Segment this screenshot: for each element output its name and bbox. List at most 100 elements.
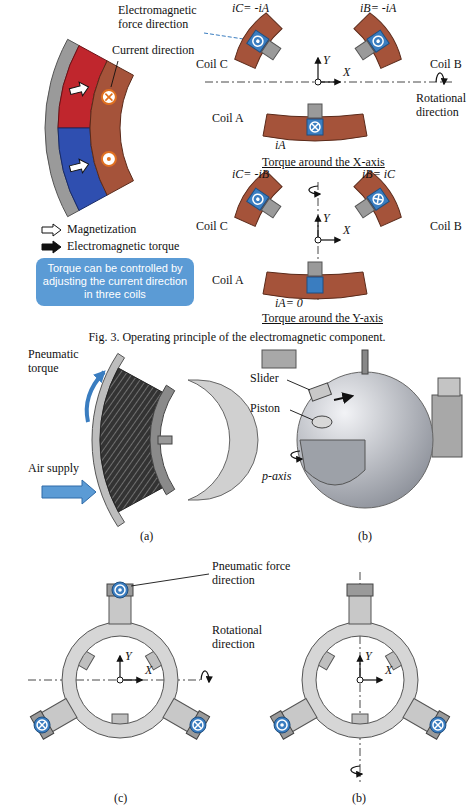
origin <box>117 677 123 683</box>
slider-motion-arrow <box>334 396 352 400</box>
figure-label: X <box>385 664 392 678</box>
current-ring <box>371 34 385 48</box>
figure-label: Slider <box>250 372 279 386</box>
coil <box>263 262 367 299</box>
piston <box>30 697 78 740</box>
coil-housing <box>432 395 462 457</box>
coil-winding <box>231 168 285 229</box>
symbol-ground <box>34 717 50 733</box>
figure-label: (a) <box>140 530 153 544</box>
current-ring <box>193 720 203 730</box>
pneumatic-actuator-section <box>92 353 258 526</box>
cylinder-cap <box>30 711 53 740</box>
figure-label: iB= -iA <box>360 2 396 16</box>
figure-label: Y <box>125 650 132 664</box>
coil-housing <box>438 378 460 396</box>
figure-label: Pneumatic force direction <box>212 560 294 588</box>
current-in-cross <box>374 195 383 204</box>
figure-label: Coil B <box>430 58 462 72</box>
symbol-ground <box>307 119 323 135</box>
air-supply-arrow <box>42 480 96 504</box>
figure-label: Y <box>323 212 330 226</box>
cylinder <box>349 594 371 624</box>
axis-centerline <box>205 82 452 83</box>
cutaway <box>300 440 365 485</box>
piston <box>107 584 133 624</box>
symbol-ground <box>367 30 389 52</box>
coil <box>343 10 405 77</box>
direction-arrow <box>68 157 90 175</box>
current-ring <box>371 192 385 206</box>
figure-label: Pneumatic torque <box>28 348 90 376</box>
figure-label: X <box>343 224 350 238</box>
legend-arrow <box>42 224 61 236</box>
figure-label: iC= -iA <box>232 2 269 16</box>
rotation-icon <box>309 186 320 194</box>
legend-entry: Electromagnetic torque <box>40 239 179 254</box>
current-out-dot <box>376 39 381 44</box>
current-out-dot <box>118 588 122 592</box>
coil <box>343 168 405 235</box>
figure-label: Current direction <box>112 44 194 58</box>
coil-housing <box>262 350 296 368</box>
rotation-icon <box>351 766 362 774</box>
current-in-cross <box>195 722 201 728</box>
cylinder-cap <box>426 711 449 740</box>
piston-ring-assembly <box>30 582 209 739</box>
y-axis-arrow <box>317 216 318 240</box>
figure-label: (b) <box>358 530 372 544</box>
rotation-icon <box>436 73 444 84</box>
slider <box>309 383 332 401</box>
current-in-cross <box>435 722 441 728</box>
current-ring <box>251 192 265 206</box>
note-box: Torque can be controlled by adjusting th… <box>36 258 194 306</box>
symbol-ground <box>247 30 269 52</box>
symbol-ground <box>247 188 269 210</box>
piston <box>312 416 332 428</box>
leader-line <box>290 410 313 420</box>
y-axis-arrow <box>119 656 120 680</box>
figure-label: Air supply <box>28 462 79 476</box>
piston <box>402 697 450 740</box>
legend-swatch <box>40 223 62 237</box>
symbol-ground <box>112 582 128 598</box>
rotation-icon <box>201 671 209 682</box>
figure-label: (b) <box>352 792 366 806</box>
legend-swatch <box>40 240 62 254</box>
figure-label: Y <box>323 54 330 68</box>
current-in-cross <box>435 722 441 728</box>
current-out-dot <box>107 157 111 161</box>
current-in-cross <box>312 124 318 130</box>
figure-label: Coil A <box>212 274 244 288</box>
current-symbol <box>102 152 116 166</box>
figure-label: iA= 0 <box>275 297 303 311</box>
y-axis-arrow <box>317 58 318 82</box>
piston <box>162 697 210 740</box>
current-out-dot <box>255 197 260 202</box>
current-ring <box>310 122 320 132</box>
symbol-ground <box>367 188 389 210</box>
figure-label: Coil C <box>196 220 228 234</box>
current-in-cross <box>39 722 45 728</box>
note-text: Torque can be controlled by adjusting th… <box>42 262 188 302</box>
current-in-cross <box>39 722 45 728</box>
current-ring <box>115 585 125 595</box>
leader-line <box>287 380 310 390</box>
coil <box>231 168 293 235</box>
figure-label: Torque around the Y-axis <box>262 312 383 326</box>
coil-winding <box>352 168 406 229</box>
current-in-cross <box>374 195 383 204</box>
coil-winding <box>231 10 285 71</box>
figure-label: iC= -iB <box>232 168 269 182</box>
stator-tooth <box>308 262 322 276</box>
pneumatic-torque-arrow <box>87 372 104 422</box>
figure-label: Coil B <box>430 220 462 234</box>
inner-plate <box>150 385 175 495</box>
stator-tooth <box>308 104 322 118</box>
rotor-edge <box>188 380 258 500</box>
legend-text: Electromagnetic torque <box>67 239 179 254</box>
legend-arrow <box>42 241 61 253</box>
guide-ring <box>302 622 418 738</box>
coil <box>263 104 367 141</box>
cylinder-cap <box>186 711 209 740</box>
